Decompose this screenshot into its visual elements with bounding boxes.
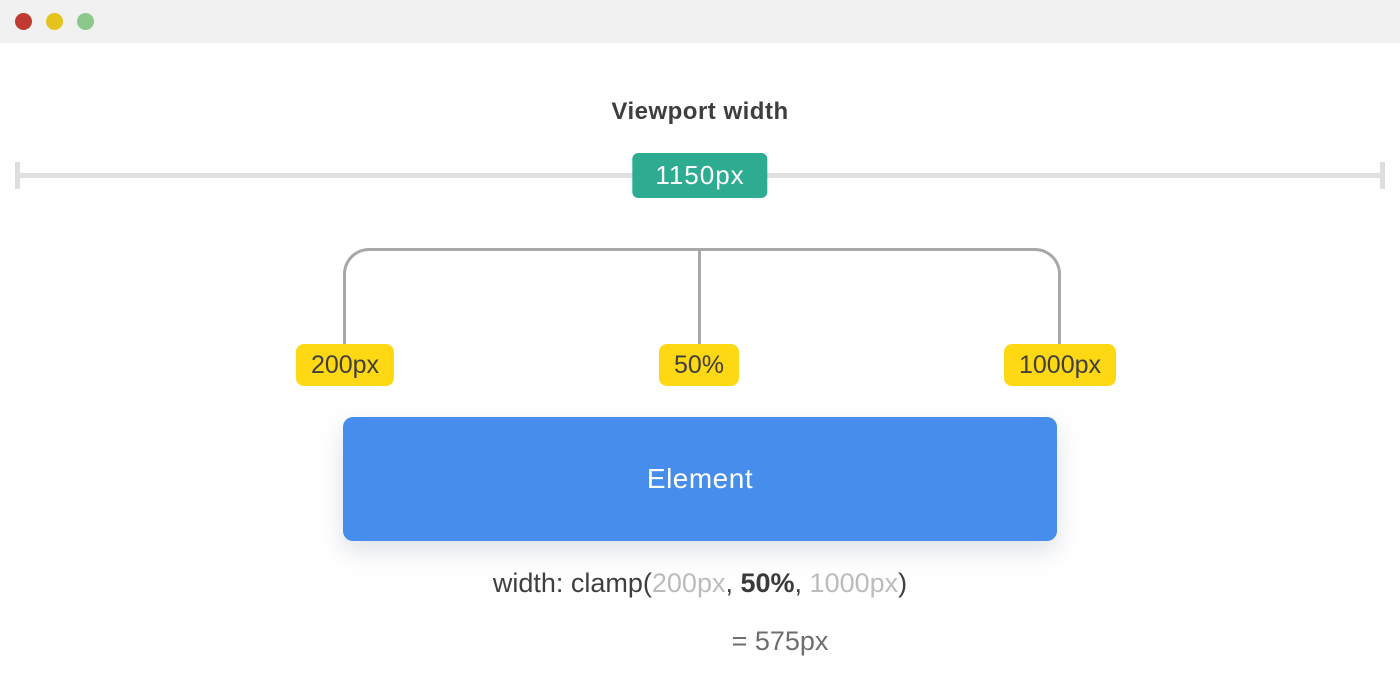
bracket-connector [343, 248, 1061, 346]
diagram-title: Viewport width [611, 98, 789, 125]
diagram-canvas: Viewport width 1150px 200px 50% 1000px E… [0, 43, 1400, 698]
formula-separator-1: , [725, 568, 741, 598]
window-titlebar [0, 0, 1400, 43]
zoom-button[interactable] [77, 13, 94, 30]
computed-result: = 575px [731, 626, 829, 656]
formula-preferred-value: 50% [740, 568, 795, 598]
formula-min-value: 200px [651, 568, 726, 598]
formula-max-value: 1000px [809, 568, 899, 598]
bracket-center-stem [698, 248, 701, 346]
formula-separator-2: , [794, 568, 810, 598]
viewport-ruler-right-tick [1380, 162, 1385, 189]
viewport-width-badge: 1150px [632, 153, 768, 198]
formula-suffix: ) [898, 568, 908, 598]
clamp-max-badge: 1000px [1003, 344, 1117, 386]
close-button[interactable] [15, 13, 32, 30]
element-box: Element [343, 417, 1057, 541]
element-label: Element [646, 463, 754, 494]
viewport-ruler-left-tick [15, 162, 20, 189]
clamp-min-badge: 200px [295, 344, 395, 386]
minimize-button[interactable] [46, 13, 63, 30]
formula-prefix: width: clamp( [492, 568, 652, 598]
clamp-preferred-badge: 50% [658, 344, 740, 386]
clamp-formula: width: clamp(200px, 50%, 1000px) [0, 568, 1400, 599]
